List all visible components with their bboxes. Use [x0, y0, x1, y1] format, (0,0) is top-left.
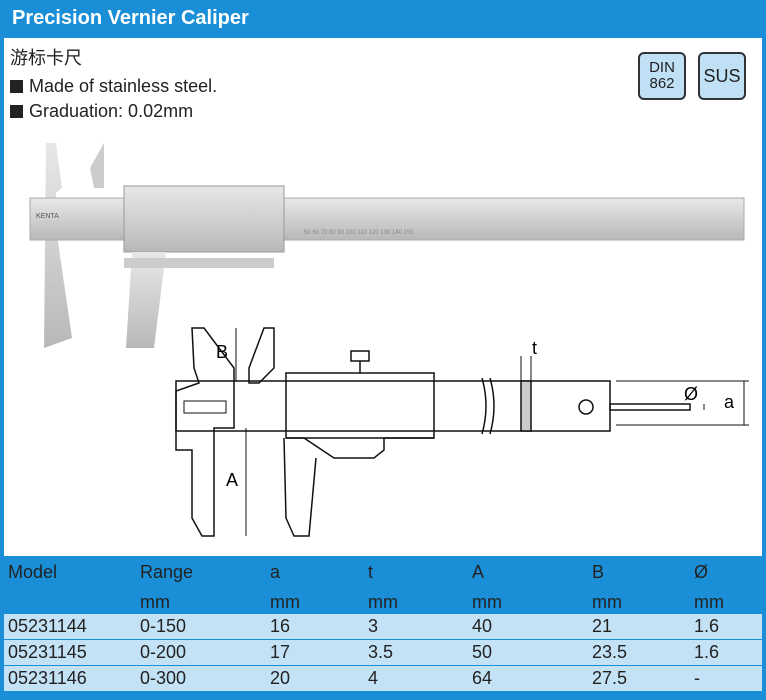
sus-badge: SUS: [698, 52, 746, 100]
feature-item: Graduation: 0.02mm: [10, 101, 193, 122]
table-row: 05231144 0-150 16 3 40 21 1.6: [4, 614, 762, 640]
chinese-title: 游标卡尺: [10, 48, 82, 69]
feature-text: Graduation: 0.02mm: [29, 101, 194, 121]
feature-item: Made of stainless steel.: [10, 76, 217, 97]
cell: 16: [270, 616, 291, 636]
cell: 05231146: [8, 668, 87, 688]
col-header: Range: [140, 562, 194, 582]
caliper-diagram: [175, 327, 749, 537]
col-header: a: [270, 562, 281, 582]
cell: 17: [270, 642, 291, 662]
cell: 05231145: [8, 642, 87, 662]
cell: 0-300: [140, 668, 187, 688]
cell: 50: [472, 642, 493, 662]
dimension-t-label: t: [532, 338, 538, 358]
dimension-phi-label: Ø: [684, 384, 699, 404]
svg-text:50 60 70 80 90 100 110 120 130: 50 60 70 80 90 100 110 120 130 140 150: [304, 230, 414, 236]
unit: mm: [472, 592, 502, 612]
dimension-A-label: A: [226, 470, 239, 490]
cell: 05231144: [8, 616, 87, 636]
table-units: mm mm mm mm mm mm: [0, 586, 766, 612]
table-row: 05231145 0-200 17 3.5 50 23.5 1.6: [4, 640, 762, 666]
unit: mm: [694, 592, 724, 612]
col-header: t: [368, 562, 374, 582]
unit: mm: [368, 592, 398, 612]
cell: 3: [368, 616, 379, 636]
col-header: Model: [8, 562, 58, 582]
bullet-icon: [10, 105, 23, 118]
cell: 4: [368, 668, 379, 688]
cell: 20: [270, 668, 291, 688]
svg-text:KENTA: KENTA: [36, 213, 59, 220]
cell: -: [694, 668, 700, 688]
feature-text: Made of stainless steel.: [29, 76, 218, 96]
cell: 64: [472, 668, 493, 688]
col-header: B: [592, 562, 605, 582]
unit: mm: [140, 592, 170, 612]
cell: 21: [592, 616, 613, 636]
cell: 27.5: [592, 668, 628, 688]
table-header: Model Range a t A B Ø: [0, 560, 766, 586]
bullet-icon: [10, 80, 23, 93]
cell: 0-150: [140, 616, 187, 636]
cell: 40: [472, 616, 493, 636]
unit: mm: [270, 592, 300, 612]
spec-table: Model Range a t A B Ø mm mm mm mm mm mm …: [0, 560, 766, 692]
unit: mm: [592, 592, 622, 612]
caliper-photo: KENTA 50 60 70 80 90 100 110 120 130 140…: [29, 143, 745, 348]
sus-text: SUS: [703, 66, 741, 86]
din-text: DIN: [649, 59, 675, 76]
dimension-B-label: B: [216, 342, 229, 362]
dimension-a-label: a: [724, 392, 735, 412]
table-row: 05231146 0-300 20 4 64 27.5 -: [4, 666, 762, 692]
din-number: 862: [649, 75, 675, 92]
cell: 1.6: [694, 642, 720, 662]
cell: 23.5: [592, 642, 628, 662]
page-title: Precision Vernier Caliper: [12, 7, 249, 29]
col-header: Ø: [694, 562, 709, 582]
col-header: A: [472, 562, 485, 582]
cell: 3.5: [368, 642, 394, 662]
cell: 0-200: [140, 642, 187, 662]
product-panel: 游标卡尺 Made of stainless steel. Graduation…: [4, 38, 762, 556]
cell: 1.6: [694, 616, 720, 636]
